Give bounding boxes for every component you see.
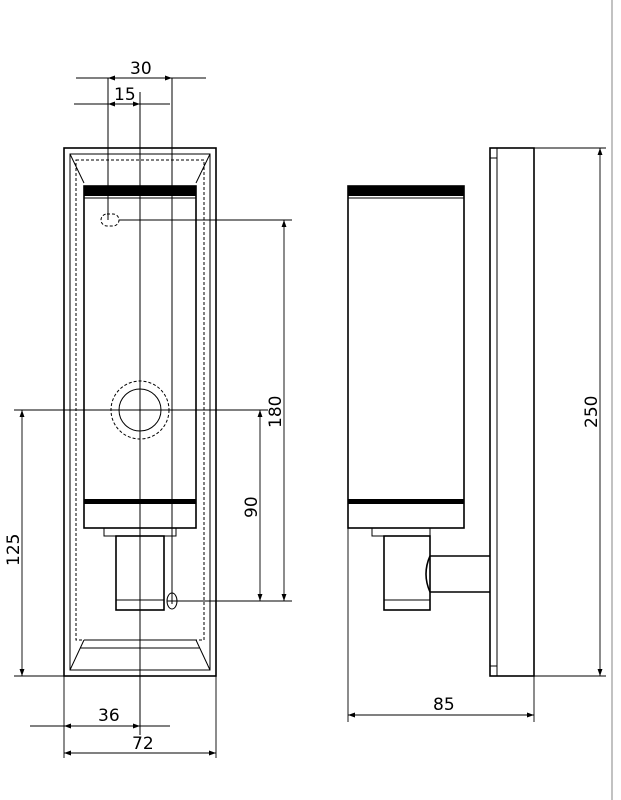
side-pump-neck — [371, 527, 431, 537]
side-top-cap — [348, 186, 464, 196]
dim-250-label: 250 — [582, 396, 602, 428]
dim-180-label: 180 — [266, 396, 286, 428]
side-dispenser-body — [347, 185, 465, 529]
side-bottom-band — [348, 499, 464, 504]
mounting-slot-top — [100, 213, 120, 227]
dim-15-label: 15 — [114, 85, 136, 105]
dim-30-label: 30 — [130, 59, 152, 79]
side-bracket-arm — [425, 555, 490, 593]
bevel-corner-tr — [195, 153, 211, 184]
dim-85-label: 85 — [433, 695, 455, 715]
dim-72-label: 72 — [132, 734, 154, 754]
dim-90-label: 90 — [242, 496, 262, 518]
side-pump-nozzle — [383, 535, 431, 611]
side-view — [347, 147, 535, 677]
front-dimensions: 30 15 180 90 125 36 72 — [4, 59, 292, 758]
bevel-corner-bl — [69, 639, 85, 671]
side-wall-plate — [489, 147, 535, 677]
bevel-corner-tl — [69, 153, 85, 184]
front-view — [63, 78, 217, 735]
side-dimensions: 250 85 — [347, 147, 606, 722]
front-bevel-dashed — [75, 159, 205, 641]
bevel-corner-br — [195, 639, 211, 671]
dim-125-label: 125 — [4, 534, 24, 566]
dim-36-label: 36 — [98, 706, 120, 726]
